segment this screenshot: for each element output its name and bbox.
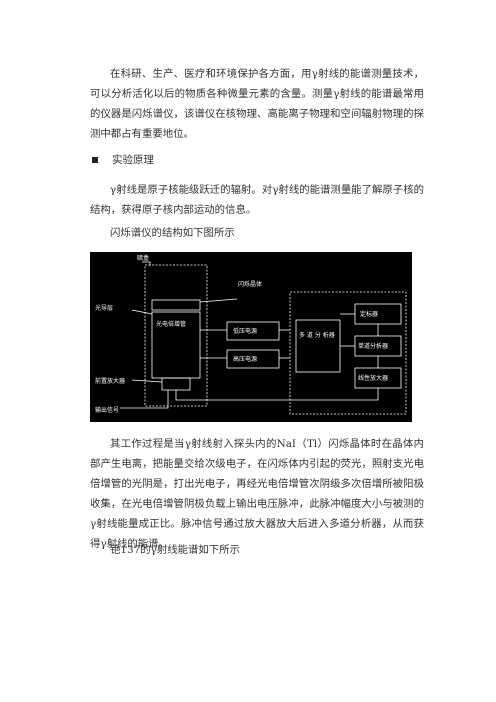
spectrum-caption: 铯137的γ射线能谱如下所示 xyxy=(110,544,240,556)
crystal-box xyxy=(151,299,201,311)
pmt-base-box xyxy=(161,377,191,391)
mca-box xyxy=(295,319,341,373)
structure-caption: 闪烁谱仪的结构如下图所示 xyxy=(110,227,235,239)
principle-paragraph: γ射线是原子核能级跃迁的辐射。对γ射线的能谱测量能了解原子核的结构，获得原子核内… xyxy=(90,184,424,216)
high-voltage-label: 高压电源 xyxy=(233,355,257,363)
section-heading: 实验原理 xyxy=(92,150,426,170)
high-voltage-box xyxy=(226,349,280,369)
pmt-label: 光电倍增管 xyxy=(156,320,186,328)
sca-label: 单道分析器 xyxy=(358,342,388,350)
preamp-label: 前置放大器 xyxy=(95,377,125,385)
scaler-label: 定标器 xyxy=(360,310,378,318)
output-label: 输出信号 xyxy=(95,406,119,414)
square-bullet-icon xyxy=(92,157,98,163)
light-guide-label: 光导层 xyxy=(95,304,113,312)
housing-box xyxy=(144,264,208,407)
diagram-svg: 暗盒 闪烁晶体 光导层 光电倍增管 前置放大器 输出信号 低压电源 高压电源 多… xyxy=(95,254,407,415)
housing-label: 暗盒 xyxy=(137,254,149,262)
linear-amp-label: 线性放大器 xyxy=(358,374,388,382)
low-voltage-label: 低压电源 xyxy=(233,327,257,335)
section-title: 实验原理 xyxy=(112,154,154,166)
scintillation-spectrometer-diagram: 暗盒 闪烁晶体 光导层 光电倍增管 前置放大器 输出信号 低压电源 高压电源 多… xyxy=(90,252,412,422)
low-voltage-box xyxy=(226,321,280,341)
process-paragraph: 其工作过程是当γ射线射入探头内的NaI（Tl）闪烁晶体时在晶体内部产生电离，把能… xyxy=(90,438,424,550)
electronics-dashed-box xyxy=(289,291,407,415)
crystal-label: 闪烁晶体 xyxy=(238,280,262,288)
intro-paragraph: 在科研、生产、医疗和环境保护各方面，用γ射线的能谱测量技术，可以分析活化以后的物… xyxy=(90,68,424,140)
mca-label: 多 道 分 析器 xyxy=(299,331,335,339)
